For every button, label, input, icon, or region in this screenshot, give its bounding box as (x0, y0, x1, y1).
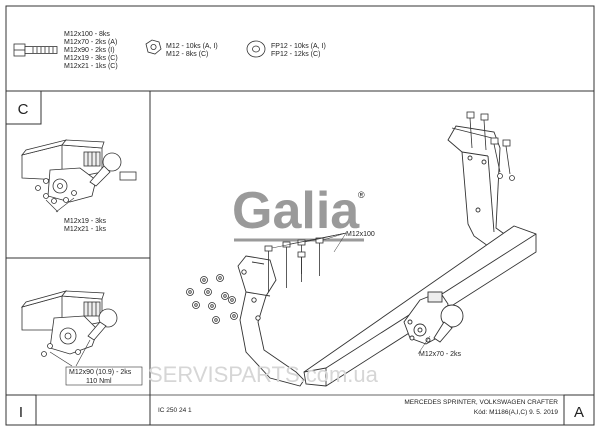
logo-text: Galia (232, 182, 360, 240)
left-nuts-washers (186, 274, 238, 324)
logo-registered-mark: ® (358, 190, 365, 200)
washer-line-1: FP12 - 10ks (A, I) (271, 43, 326, 50)
bolt-line-1: M12x100 - 8ks (64, 31, 110, 38)
c-label-2: M12x21 - 1ks (64, 226, 107, 233)
bolt-line-3: M12x90 - 2ks (I) (64, 47, 115, 54)
c-letter: C (18, 101, 29, 118)
galia-logo: Galia ® (232, 182, 365, 242)
variant-i-drawing (20, 290, 118, 367)
variant-c-drawing (20, 139, 137, 213)
a-letter: A (574, 404, 584, 421)
m12x70-label: M12x70 - 2ks (419, 351, 462, 358)
i-letter-box (5, 394, 37, 426)
c-letter-box (5, 90, 42, 125)
i-letter: I (19, 404, 23, 421)
towbar-assembly (237, 125, 537, 387)
watermark: SERVISPARTS.com.ua (148, 362, 379, 387)
right-bracket-bolts (451, 111, 515, 181)
i-label-2: 110 Nml (86, 378, 112, 385)
bolt-line-4: M12x19 - 3ks (C) (64, 55, 118, 62)
c-label-1: M12x19 - 3ks (64, 218, 107, 225)
washer-icon (246, 40, 266, 58)
washer-line-2: FP12 - 12ks (C) (271, 51, 320, 58)
a-letter-box (563, 394, 595, 426)
bolt-list: M12x100 - 8ks M12x70 - 2ks (A) M12x90 - … (64, 31, 118, 70)
bolt-icon (13, 43, 58, 57)
drawing-code: IC 250 24 1 (158, 407, 192, 414)
i-label-1: M12x90 (10.9) - 2ks (69, 369, 132, 376)
nut-icon (145, 39, 162, 55)
i-label-box (65, 366, 143, 386)
m12x100-leaders (271, 232, 347, 253)
vehicle-model: MERCEDES SPRINTER, VOLKSWAGEN CRAFTER (404, 399, 558, 406)
m12x70-leader (417, 335, 431, 355)
sheet-border (5, 5, 595, 426)
nut-line-2: M12 - 8ks (C) (166, 51, 208, 58)
nut-line-1: M12 - 10ks (A, I) (166, 43, 218, 50)
m12x100-bolts (264, 237, 324, 292)
bolt-line-2: M12x70 - 2ks (A) (64, 39, 117, 46)
part-code-date: Kód: M1186(A,I,C) 9. 5. 2019 (474, 409, 558, 416)
m12x100-label: M12x100 (346, 231, 375, 238)
bolt-line-5: M12x21 - 1ks (C) (64, 63, 118, 70)
